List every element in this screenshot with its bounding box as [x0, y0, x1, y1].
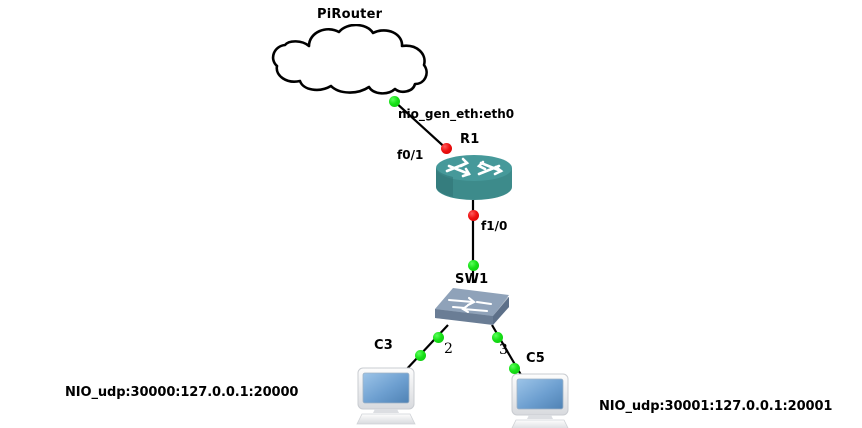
- node-label-c5[interactable]: C5: [526, 351, 545, 366]
- node-sw1[interactable]: [433, 280, 511, 330]
- node-pirouter[interactable]: [269, 23, 431, 100]
- link-status-dot-down[interactable]: [440, 142, 452, 154]
- node-c3[interactable]: [353, 365, 419, 428]
- switch-icon: [435, 288, 509, 325]
- note-c3[interactable]: NIO_udp:30000:127.0.0.1:20000: [65, 385, 299, 400]
- router-icon: [436, 155, 512, 200]
- link-status-dot-down[interactable]: [467, 209, 479, 221]
- link-status-dot-up[interactable]: [467, 259, 479, 271]
- link-status-dot-up[interactable]: [491, 331, 503, 343]
- pc-icon: [356, 367, 416, 425]
- node-label-pirouter[interactable]: PiRouter: [317, 7, 383, 22]
- node-label-r1[interactable]: R1: [460, 132, 480, 147]
- note-c5[interactable]: NIO_udp:30001:127.0.0.1:20001: [599, 399, 833, 414]
- iface-f0-1[interactable]: f0/1: [397, 148, 424, 162]
- port-sw1-3[interactable]: 3: [499, 342, 508, 358]
- iface-f1-0[interactable]: f1/0: [481, 219, 508, 233]
- link-status-dot-up[interactable]: [414, 349, 426, 361]
- node-label-c3[interactable]: C3: [374, 338, 393, 353]
- pc-icon: [511, 373, 569, 428]
- node-r1[interactable]: [433, 154, 515, 206]
- iface-nio-gen-eth[interactable]: nio_gen_eth:eth0: [398, 107, 515, 121]
- link-status-dot-up[interactable]: [388, 95, 400, 107]
- port-sw1-2[interactable]: 2: [444, 341, 453, 357]
- cloud-icon: [271, 23, 428, 95]
- link-status-dot-up[interactable]: [508, 362, 520, 374]
- node-c5[interactable]: [507, 371, 573, 428]
- link-status-dot-up[interactable]: [432, 331, 444, 343]
- node-label-sw1[interactable]: SW1: [455, 272, 489, 287]
